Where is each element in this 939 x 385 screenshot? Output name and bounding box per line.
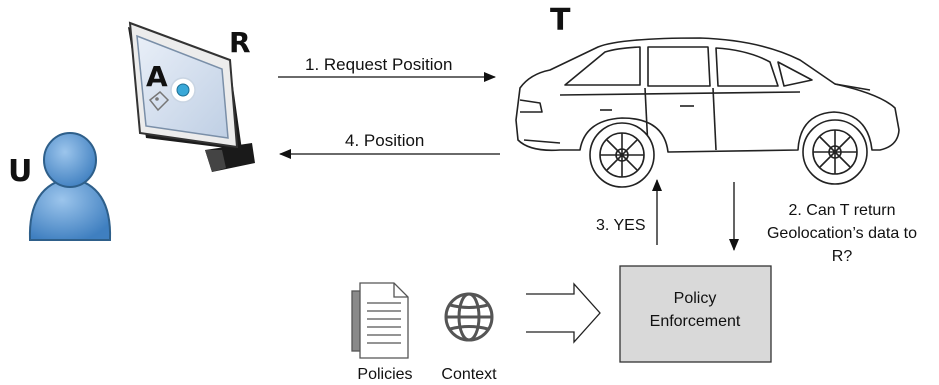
requester-label: R (229, 26, 251, 59)
policy-enforcement-box (619, 265, 772, 363)
target-label: T (550, 3, 571, 38)
position-label: 4. Position (345, 131, 424, 150)
inputs-arrow (526, 282, 601, 344)
monitor-icon (128, 21, 255, 172)
app-label: A (146, 60, 168, 93)
documents-icon (351, 282, 409, 359)
globe-icon (444, 292, 494, 342)
policies-label: Policies (357, 366, 412, 383)
user-person-icon (28, 132, 112, 241)
question-line-1: 2. Can T return (788, 202, 895, 219)
yes-label: 3. YES (596, 217, 646, 234)
policy-box-line-2: Enforcement (650, 313, 741, 330)
user-label: U (8, 154, 32, 189)
question-line-3: R? (832, 248, 853, 265)
context-label: Context (441, 366, 497, 383)
car-suv-icon (515, 37, 900, 188)
policy-box-line-1: Policy (674, 290, 717, 307)
request-label: 1. Request Position (305, 55, 452, 74)
question-line-2: Geolocation’s data to (767, 225, 917, 242)
